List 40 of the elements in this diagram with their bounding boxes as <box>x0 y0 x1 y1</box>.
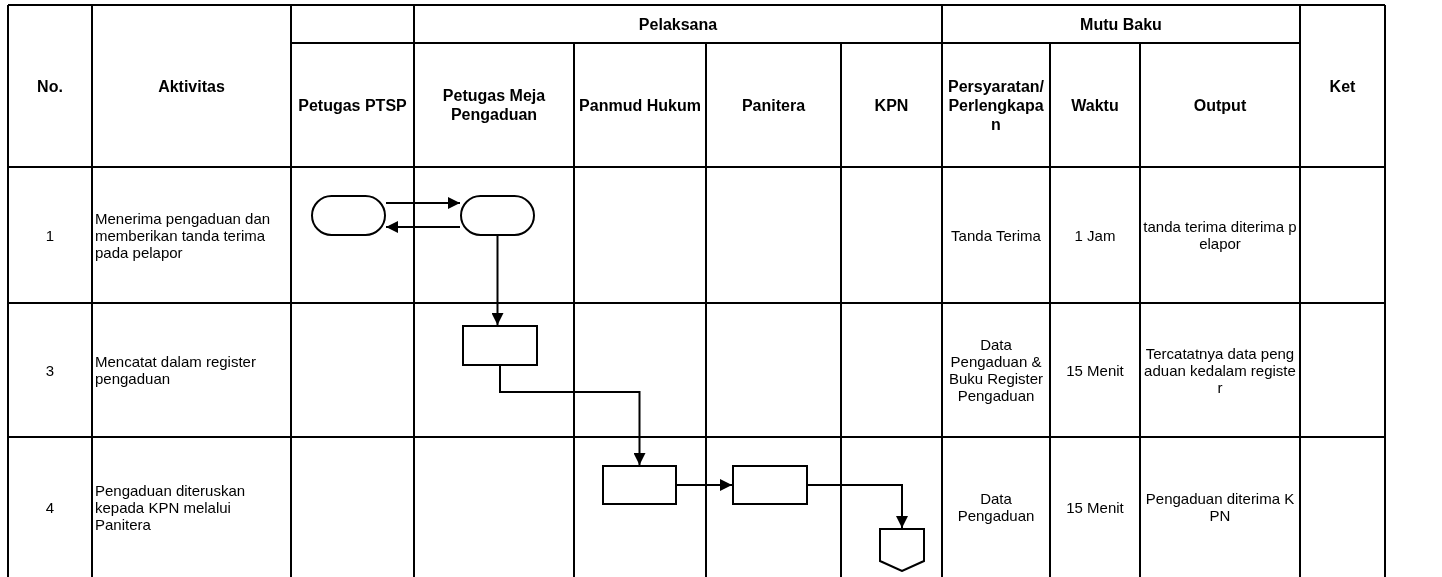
column-header: Output <box>1193 95 1247 115</box>
cell-text: Data Pengaduan <box>956 490 1036 524</box>
activity-text: Pengaduan diteruskan kepada KPN melalui Panitera <box>95 481 247 533</box>
cell-text: 15 Menit <box>1066 498 1124 516</box>
process-box <box>462 325 538 366</box>
column-header: Aktivitas <box>158 76 225 96</box>
column-header: Pelaksana <box>638 14 718 34</box>
arrow <box>676 479 733 491</box>
column-header: Ket <box>1329 76 1356 96</box>
row-number: 4 <box>45 498 55 516</box>
cell-text: Tercatatnya data pengaduan kedalam register <box>1143 344 1297 396</box>
row-number: 1 <box>45 226 55 244</box>
column-header: Mutu Baku <box>1080 14 1162 34</box>
column-header: KPN <box>874 95 909 115</box>
arrow <box>807 484 908 529</box>
off-page-connector <box>879 528 925 572</box>
column-header: Panitera <box>741 95 806 115</box>
cell-text: Data Pengaduan & Buku Register Pengaduan <box>947 336 1045 404</box>
row-number: 3 <box>45 361 55 379</box>
process-box <box>732 465 808 505</box>
column-header: No. <box>37 76 63 96</box>
column-header: Persyaratan/ Perlengkapan <box>946 76 1046 134</box>
cell-text: 1 Jam <box>1074 226 1116 244</box>
activity-text: Menerima pengaduan dan memberikan tanda terima pada pelapor <box>95 209 272 261</box>
terminator-shape <box>460 195 535 236</box>
cell-text: tanda terima diterima pelapor <box>1143 218 1297 252</box>
process-box <box>602 465 677 505</box>
column-header: Panmud Hukum <box>579 95 701 115</box>
cell-text: Pengaduan diterima KPN <box>1144 490 1296 524</box>
column-header: Petugas PTSP <box>298 95 407 115</box>
terminator-shape <box>311 195 386 236</box>
arrow <box>499 365 646 466</box>
cell-text: Tanda Terima <box>951 226 1041 244</box>
column-header: Waktu <box>1071 95 1119 115</box>
arrow <box>385 197 461 209</box>
cell-text: 15 Menit <box>1066 361 1124 379</box>
arrow <box>491 235 504 326</box>
column-header: Petugas Meja Pengaduan <box>441 86 547 124</box>
arrow <box>385 221 461 233</box>
activity-text: Mencatat dalam register pengaduan <box>95 353 257 387</box>
